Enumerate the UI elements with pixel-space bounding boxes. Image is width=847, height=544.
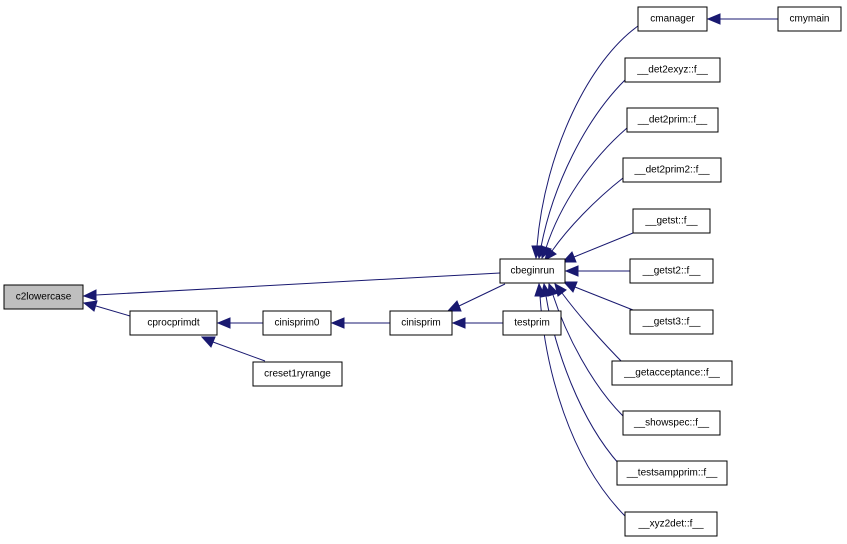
- edge-getst-to-cbeginrun: [561, 232, 634, 263]
- node-label-getst2: __getst2::f__: [642, 266, 701, 277]
- edges: [82, 13, 778, 517]
- edge-det2exyz-to-cbeginrun: [535, 79, 626, 260]
- node-label-xyz2det: __xyz2det::f__: [637, 519, 703, 530]
- node-det2prim[interactable]: __det2prim::f__: [626, 107, 719, 133]
- edge-creset1ryrange-to-cprocprimdt: [200, 336, 266, 362]
- node-label-cmanager: cmanager: [650, 14, 695, 25]
- node-testprim[interactable]: testprim: [502, 310, 562, 336]
- edge-testprim-to-cinisprim: [451, 317, 503, 329]
- node-label-getst: __getst::f__: [644, 216, 698, 227]
- edge-cinisprim0-to-cprocprimdt: [216, 317, 263, 329]
- node-det2prim2[interactable]: __det2prim2::f__: [622, 157, 722, 183]
- node-label-cinisprim0: cinisprim0: [274, 318, 319, 329]
- node-cprocprimdt[interactable]: cprocprimdt: [129, 310, 218, 336]
- edge-cinisprim-to-cinisprim0: [330, 317, 390, 329]
- edge-cprocprimdt-to-c2lowercase: [82, 300, 131, 317]
- node-c2lowercase[interactable]: c2lowercase: [3, 284, 84, 310]
- node-label-cinisprim: cinisprim: [401, 318, 440, 329]
- edge-showspec-to-cbeginrun: [547, 282, 624, 417]
- node-label-testprim: testprim: [514, 318, 550, 329]
- edge-det2prim2-to-cbeginrun: [544, 177, 624, 261]
- node-cmanager[interactable]: cmanager: [637, 6, 708, 32]
- edge-getst3-to-cbeginrun: [562, 281, 634, 311]
- node-label-getacceptance: __getacceptance::f__: [623, 368, 720, 379]
- node-cinisprim0[interactable]: cinisprim0: [262, 310, 332, 336]
- node-getst3[interactable]: __getst3::f__: [629, 309, 714, 335]
- edge-getst2-to-cbeginrun: [564, 265, 630, 277]
- node-getacceptance[interactable]: __getacceptance::f__: [611, 360, 733, 386]
- edge-cmymain-to-cmanager: [706, 13, 778, 25]
- nodes: c2lowercase cprocprimdt cinisprim0 crese…: [3, 6, 842, 537]
- node-getst[interactable]: __getst::f__: [632, 208, 711, 234]
- node-showspec[interactable]: __showspec::f__: [622, 410, 721, 436]
- edge-getacceptance-to-cbeginrun: [554, 283, 627, 367]
- node-label-creset1ryrange: creset1ryrange: [264, 369, 331, 380]
- node-creset1ryrange[interactable]: creset1ryrange: [252, 361, 343, 387]
- node-label-det2exyz: __det2exyz::f__: [636, 65, 708, 76]
- edge-det2prim-to-cbeginrun: [540, 127, 628, 260]
- node-label-cprocprimdt: cprocprimdt: [147, 318, 199, 329]
- node-cinisprim[interactable]: cinisprim: [389, 310, 453, 336]
- node-cbeginrun[interactable]: cbeginrun: [499, 258, 566, 284]
- edge-cbeginrun-to-cinisprim: [446, 283, 506, 312]
- node-label-det2prim: __det2prim::f__: [637, 115, 708, 126]
- node-label-showspec: __showspec::f__: [633, 418, 709, 429]
- edge-cbeginrun-to-c2lowercase: [82, 272, 501, 301]
- node-getst2[interactable]: __getst2::f__: [629, 258, 714, 284]
- node-label-testsampprim: __testsampprim::f__: [626, 468, 718, 479]
- node-label-cmymain: cmymain: [789, 14, 829, 25]
- node-label-cbeginrun: cbeginrun: [511, 266, 555, 277]
- node-label-getst3: __getst3::f__: [642, 317, 701, 328]
- node-xyz2det[interactable]: __xyz2det::f__: [624, 511, 718, 537]
- node-cmymain[interactable]: cmymain: [777, 6, 842, 32]
- edge-cmanager-to-cbeginrun: [531, 25, 639, 260]
- node-testsampprim[interactable]: __testsampprim::f__: [616, 460, 728, 486]
- node-label-det2prim2: __det2prim2::f__: [633, 165, 709, 176]
- node-det2exyz[interactable]: __det2exyz::f__: [624, 57, 721, 83]
- node-label-c2lowercase: c2lowercase: [16, 292, 72, 303]
